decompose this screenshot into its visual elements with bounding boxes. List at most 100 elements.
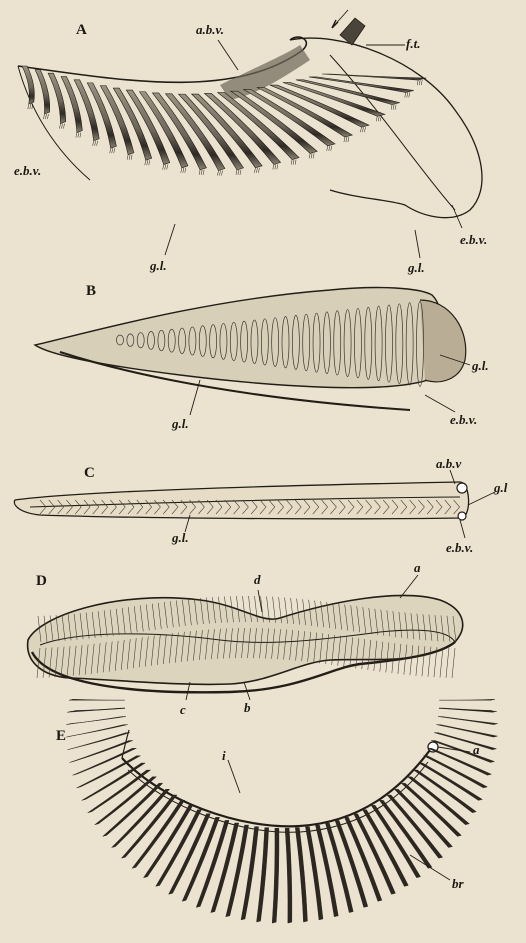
figure-e-letter: E	[56, 728, 66, 745]
figure-a-lamella-fringe	[217, 171, 218, 176]
figure-a-lamella-fringe	[364, 127, 365, 132]
figure-e-filament	[272, 828, 279, 923]
figure-a-lamella-fringe	[327, 146, 328, 151]
figure-d-gill-diagram	[28, 595, 463, 692]
figure-a-lamella-fringe	[183, 168, 184, 173]
figure-a-lamella-fringe	[61, 124, 62, 129]
figure-a-lamella-fringe	[313, 153, 314, 158]
label-e-i: i	[222, 748, 226, 764]
figure-a-lamella-fringe	[329, 146, 330, 151]
figure-d-ridge	[452, 648, 455, 678]
figure-c-gill-diagram	[14, 482, 468, 520]
figure-a-lamella-fringe	[28, 104, 29, 109]
label-e-a: a	[473, 742, 480, 758]
label-a-gl-right: g.l.	[408, 260, 425, 276]
figure-a-lamella-fringe	[277, 164, 278, 169]
figure-a-lamella-fringe	[110, 148, 111, 153]
figure-a-lamella-fringe	[240, 170, 241, 175]
label-c-gl-left: g.l.	[172, 530, 189, 546]
figure-a-lamella-fringe	[331, 146, 332, 151]
figure-b-gill-diagram	[35, 288, 466, 410]
figure-a-lamella-fringe	[201, 170, 202, 175]
figure-a-lamella-fringe	[185, 168, 186, 173]
figure-c-vessel-bottom	[458, 512, 466, 520]
leader-gl-a-left	[165, 224, 175, 255]
figure-e-arch	[122, 750, 430, 826]
figure-a-lamella-fringe	[256, 168, 257, 173]
label-a-gl-left: g.l.	[150, 258, 167, 274]
label-a-ft: f.t.	[406, 36, 420, 52]
figure-a-lamella-fringe	[199, 170, 200, 175]
figure-e-filament	[68, 733, 130, 750]
figure-e-filaments	[66, 699, 497, 923]
figure-a-lamella-fringe	[93, 141, 94, 146]
figure-a-lamella-fringe	[254, 168, 255, 173]
figure-a-lamella-fringe	[362, 127, 363, 132]
figure-d-ridge	[446, 648, 449, 678]
figure-a-lamella-fringe	[112, 148, 113, 153]
figure-a-letter: A	[76, 22, 87, 39]
figure-a-lamella-fringe	[127, 155, 128, 160]
label-a-abv: a.b.v.	[196, 22, 224, 38]
figure-e-filament	[295, 828, 307, 922]
label-b-gl-right: g.l.	[472, 358, 489, 374]
figure-a-lamella-fringe	[78, 133, 79, 138]
figure-e-filament	[325, 823, 353, 913]
figure-a-lamella-fringe	[203, 170, 204, 175]
figure-a-lamella-fringe	[380, 116, 381, 121]
figure-e-gill-diagram	[66, 699, 497, 923]
figure-a-lamellae	[22, 66, 426, 176]
figure-e-filament	[66, 717, 126, 725]
label-d-a: a	[414, 560, 421, 576]
figure-a-lamella-fringe	[147, 160, 148, 165]
figure-a-lamella-fringe	[149, 160, 150, 165]
figure-a-lamella-fringe	[417, 80, 418, 85]
figure-a-lamella-fringe	[419, 80, 420, 85]
figure-e-filament	[431, 741, 494, 763]
figure-a-lamella-fringe	[219, 171, 220, 176]
figure-a-lamella	[35, 70, 50, 114]
figure-a-lamella-fringe	[238, 170, 239, 175]
figure-a-lamella-fringe	[76, 133, 77, 138]
figure-e-filament	[285, 828, 292, 923]
figure-e-filament	[439, 708, 492, 711]
figure-a-lamella-fringe	[295, 160, 296, 165]
leader-abv-a	[218, 40, 238, 70]
figure-a-lamella-fringe	[167, 165, 168, 170]
figure-a-lamella	[322, 74, 426, 80]
figure-a-filament-tube	[340, 18, 365, 45]
figure-a-lamella-fringe	[291, 160, 292, 165]
leader-gl-a	[415, 230, 420, 258]
figure-a-lamella-fringe	[293, 160, 294, 165]
figure-a-lamella-fringe	[114, 148, 115, 153]
figure-a-lamella-fringe	[45, 114, 46, 119]
label-b-ebv: e.b.v.	[450, 412, 477, 428]
figure-a-lamella-fringe	[47, 114, 48, 119]
figure-a-lamella-fringe	[80, 133, 81, 138]
leader-ebv-b	[425, 395, 455, 412]
figure-a-lamella-fringe	[346, 137, 347, 142]
figure-a-lamella-fringe	[97, 141, 98, 146]
label-b-gl-left: g.l.	[172, 416, 189, 432]
figure-a-lamella-fringe	[407, 92, 408, 97]
label-a-ebv-left: e.b.v.	[14, 163, 41, 179]
figure-a-lamella-fringe	[221, 171, 222, 176]
figure-a-lamella-fringe	[376, 116, 377, 121]
figure-a-lamella-fringe	[273, 164, 274, 169]
figure-a-lamella-fringe	[393, 105, 394, 110]
figure-a-lamella-fringe	[165, 165, 166, 170]
figure-a-lamella-fringe	[43, 114, 44, 119]
figure-a-lamella-fringe	[409, 92, 410, 97]
leader-i-e	[228, 760, 240, 793]
label-c-abv: a.b.v	[436, 456, 461, 472]
leader-d	[258, 590, 262, 612]
figure-a-lamella-fringe	[145, 160, 146, 165]
figure-c-letter: C	[84, 465, 95, 482]
figure-a-lamella-fringe	[275, 164, 276, 169]
figure-e-filament	[257, 828, 269, 922]
figure-a-lamella-fringe	[258, 168, 259, 173]
label-d-c: c	[180, 702, 186, 718]
label-c-gl-right: g.l	[494, 480, 507, 496]
figure-a-lamella-fringe	[30, 104, 31, 109]
